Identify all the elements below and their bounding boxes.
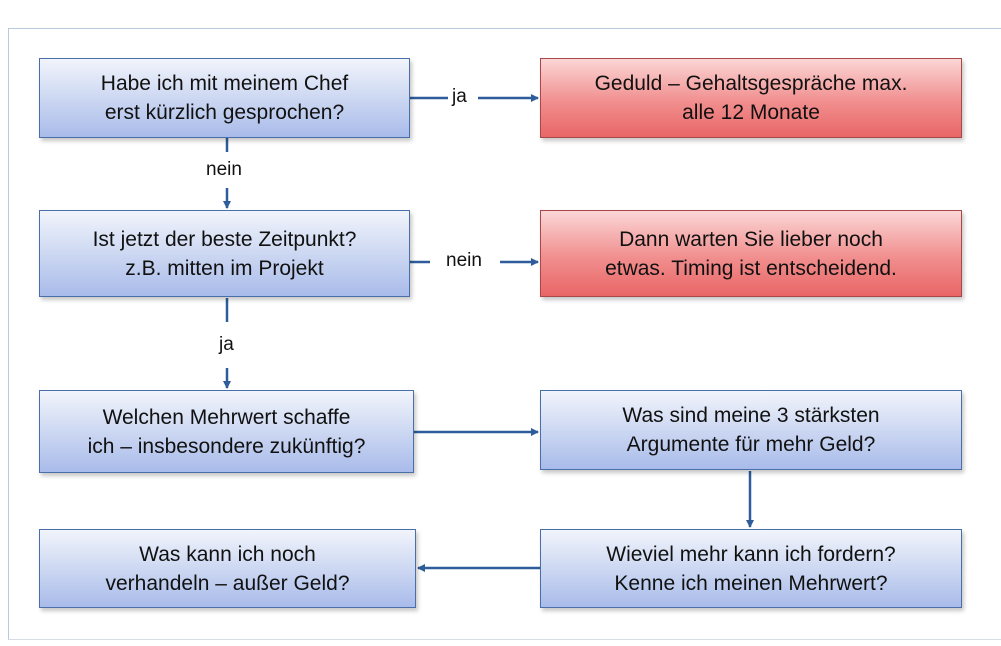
edge-label-q2-r2: nein xyxy=(446,250,482,272)
node-q3-text: Welchen Mehrwert schaffe ich – insbesond… xyxy=(87,405,366,458)
node-q5-text: Wieviel mehr kann ich fordern? Kenne ich… xyxy=(606,542,896,595)
node-r2-text: Dann warten Sie lieber noch etwas. Timin… xyxy=(605,227,897,280)
node-q2-text: Ist jetzt der beste Zeitpunkt? z.B. mitt… xyxy=(92,227,357,280)
node-q6: Was kann ich noch verhandeln – außer Gel… xyxy=(39,529,416,608)
node-r1: Geduld – Gehaltsgespräche max. alle 12 M… xyxy=(540,58,962,138)
node-q4-text: Was sind meine 3 stärksten Argumente für… xyxy=(622,404,880,456)
node-q4: Was sind meine 3 stärksten Argumente für… xyxy=(540,390,962,470)
node-q3: Welchen Mehrwert schaffe ich – insbesond… xyxy=(39,390,414,473)
edge-label-q2-q3: ja xyxy=(219,334,234,356)
node-q5: Wieviel mehr kann ich fordern? Kenne ich… xyxy=(540,529,962,608)
node-r2: Dann warten Sie lieber noch etwas. Timin… xyxy=(540,210,962,297)
node-r1-text: Geduld – Gehaltsgespräche max. alle 12 M… xyxy=(594,72,908,124)
edge-label-q1-r1: ja xyxy=(452,86,467,108)
node-q2: Ist jetzt der beste Zeitpunkt? z.B. mitt… xyxy=(39,210,410,297)
node-q6-text: Was kann ich noch verhandeln – außer Gel… xyxy=(105,542,350,595)
diagram-frame xyxy=(8,28,1001,640)
node-q1: Habe ich mit meinem Chef erst kürzlich g… xyxy=(39,58,410,138)
node-q1-text: Habe ich mit meinem Chef erst kürzlich g… xyxy=(100,72,349,124)
edge-label-q1-q2: nein xyxy=(206,159,242,181)
